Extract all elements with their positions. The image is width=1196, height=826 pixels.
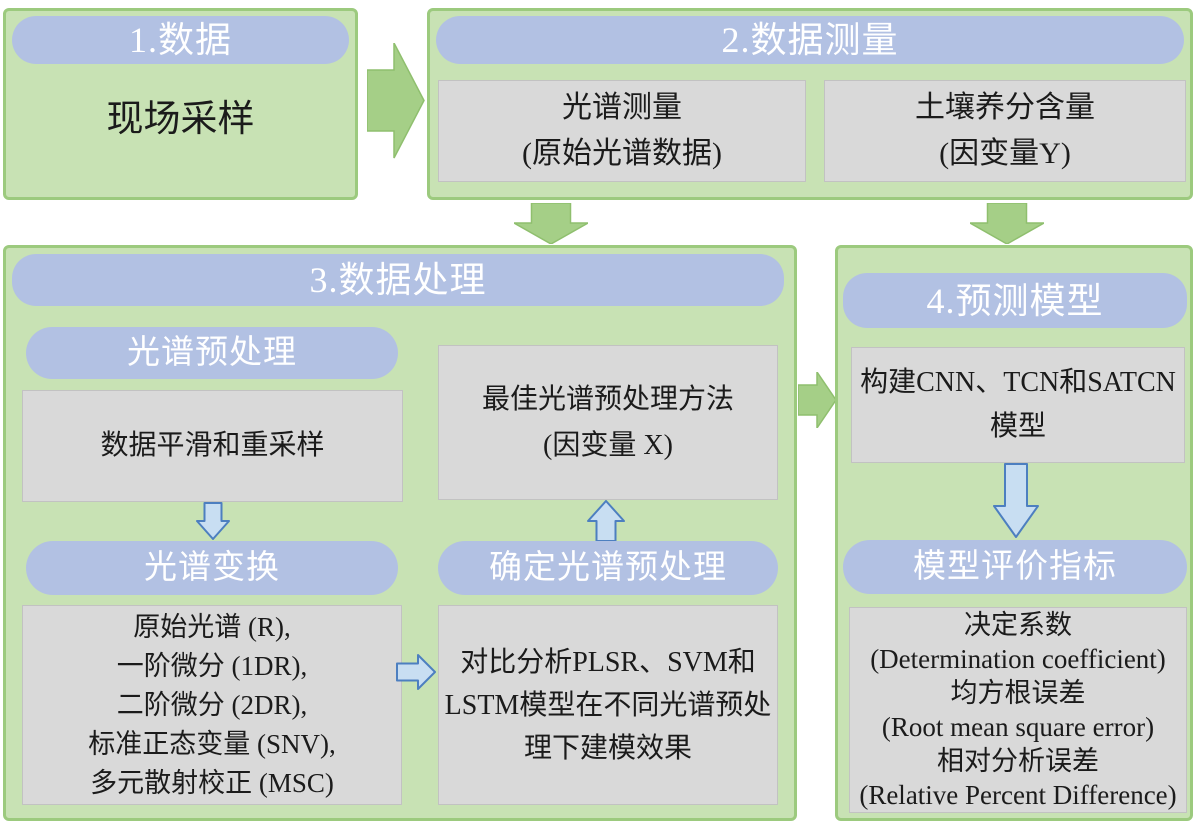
processing-to-model-arrow-icon — [798, 372, 836, 428]
measurement-to-processing-arrow-icon — [514, 203, 588, 244]
confirm-preprocessing-header: 确定光谱预处理 — [438, 541, 778, 595]
section-1-title: 1.数据 — [128, 20, 232, 60]
measurement-to-model-arrow-icon — [970, 203, 1044, 244]
spectral-preprocessing-header: 光谱预处理 — [26, 327, 398, 379]
transform-to-compare-arrow-icon — [396, 654, 436, 690]
transform-methods-item: 原始光谱 (R), 一阶微分 (1DR), 二阶微分 (2DR), 标准正态变量… — [22, 605, 402, 805]
section-2-header: 2.数据测量 — [436, 16, 1184, 64]
section-2-title: 2.数据测量 — [721, 20, 899, 60]
section-3-header: 3.数据处理 — [12, 254, 784, 306]
section-4-header: 4.预测模型 — [843, 273, 1187, 328]
section-2-measurement: 2.数据测量 光谱测量 (原始光谱数据) 土壤养分含量 (因变量Y) — [427, 8, 1193, 200]
build-models-item: 构建CNN、TCN和SATCN 模型 — [851, 347, 1185, 463]
section-3-processing: 3.数据处理 光谱预处理 数据平滑和重采样 光谱变换 原始光谱 (R), 一阶微… — [3, 245, 797, 821]
soil-nutrient-item: 土壤养分含量 (因变量Y) — [824, 80, 1186, 182]
best-preprocessing-item: 最佳光谱预处理方法 (因变量 X) — [438, 345, 778, 500]
section-3-title: 3.数据处理 — [309, 260, 487, 300]
confirm-to-best-arrow-icon — [587, 500, 625, 542]
section-1-header: 1.数据 — [12, 16, 349, 64]
build-to-metrics-arrow-icon — [993, 463, 1039, 538]
spectral-transform-header: 光谱变换 — [26, 541, 398, 595]
section-1-data: 1.数据 现场采样 — [3, 8, 358, 200]
spectral-transform-label: 光谱变换 — [144, 549, 280, 586]
smoothing-to-transform-arrow-icon — [196, 502, 230, 540]
model-metrics-label: 模型评价指标 — [913, 548, 1117, 585]
spectral-measurement-item: 光谱测量 (原始光谱数据) — [438, 80, 806, 182]
metrics-item: 决定系数 (Determination coefficient) 均方根误差 (… — [849, 607, 1187, 813]
confirm-preprocessing-label: 确定光谱预处理 — [489, 549, 727, 586]
compare-models-item: 对比分析PLSR、SVM和 LSTM模型在不同光谱预处 理下建模效果 — [438, 605, 778, 805]
smoothing-resampling-item: 数据平滑和重采样 — [22, 390, 403, 502]
section-4-model: 4.预测模型 构建CNN、TCN和SATCN 模型 模型评价指标 决定系数 (D… — [835, 245, 1193, 821]
field-sampling-label: 现场采样 — [106, 99, 255, 140]
section-4-title: 4.预测模型 — [926, 280, 1104, 321]
spectral-preprocessing-label: 光谱预处理 — [127, 334, 297, 371]
model-metrics-header: 模型评价指标 — [843, 540, 1187, 594]
data-to-measurement-arrow-icon — [367, 43, 425, 159]
